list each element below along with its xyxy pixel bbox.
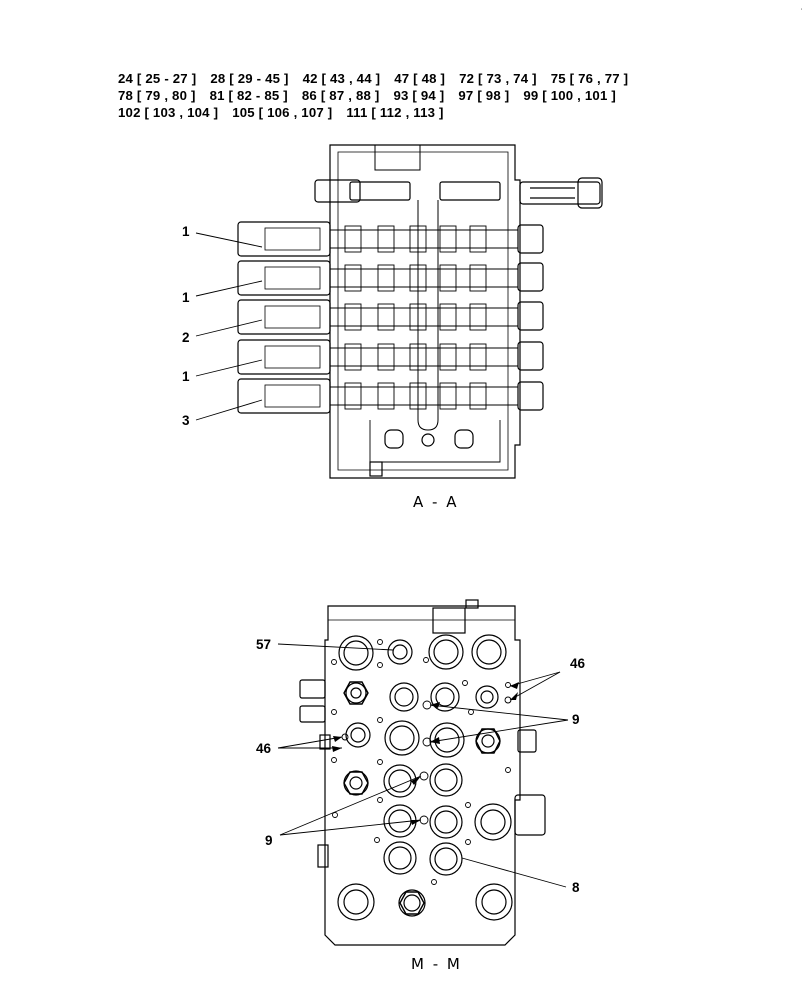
callout-label: 46 [256,741,272,756]
right-caps [517,224,544,411]
callout-label: 46 [570,656,586,671]
part-ref: 47 [ 48 ] [394,71,446,86]
callout-label: 1 [182,290,190,305]
part-ref: 81 [ 82 - 85 ] [209,88,288,103]
view-label-a-a: A - A [413,493,459,511]
part-ref: 105 [ 106 , 107 ] [232,105,333,120]
part-ref: 72 [ 73 , 74 ] [459,71,537,86]
parts-reference-row-3: 102 [ 103 , 104 ] 105 [ 106 , 107 ] 111 [ … [118,104,642,121]
ports [337,634,513,921]
spool-lands [344,225,487,410]
valve-body-outline [324,605,521,946]
hex-plugs [343,681,501,915]
leader-lines [195,232,263,421]
part-ref: 75 [ 76 , 77 ] [550,71,629,86]
view-label-m-m: M - M [411,955,462,973]
nameplate [432,607,466,634]
part-ref: 111 [ 112 , 113 ] [346,105,444,120]
part-ref: 78 [ 79 , 80 ] [118,88,196,103]
spool-caps [237,221,331,414]
valve-body-outline [329,144,521,479]
parts-reference-row-2: 78 [ 79 , 80 ] 81 [ 82 - 85 ] 86 [ 87 , 88… [118,87,642,104]
part-ref: 24 [ 25 - 27 ] [118,71,197,86]
corner-mark: ʿ [800,7,803,17]
section-view-m-m [277,599,569,946]
parts-reference-row-1: 24 [ 25 - 27 ] 28 [ 29 - 45 ] 42 [ 43 , 44… [118,70,642,87]
callout-label: 3 [182,413,190,428]
part-ref: 86 [ 87 , 88 ] [301,88,380,103]
part-ref: 102 [ 103 , 104 ] [118,105,219,120]
callout-label: 1 [182,224,190,239]
arrow-heads [332,682,519,825]
spool-bores [329,229,519,406]
top-callouts: 1 1 2 1 3 [182,224,190,428]
small-holes [331,639,512,885]
bottom-callouts: 57 46 9 46 9 8 [256,637,586,895]
part-ref: 97 [ 98 ] [458,88,510,103]
part-ref: 99 [ 100 , 101 ] [523,88,616,103]
part-ref: 93 [ 94 ] [393,88,445,103]
part-ref: 28 [ 29 - 45 ] [210,71,289,86]
callout-label: 57 [256,637,271,652]
callout-label: 1 [182,369,190,384]
callout-label: 9 [265,833,273,848]
part-ref: 42 [ 43 , 44 ] [302,71,381,86]
callout-label: 9 [572,712,580,727]
callout-label: 2 [182,330,190,345]
relief-cartridge [519,181,601,205]
parts-reference-list: 24 [ 25 - 27 ] 28 [ 29 - 45 ] 42 [ 43 , 44… [118,70,642,121]
callout-label: 8 [572,880,580,895]
section-view-a-a [195,144,603,479]
leader-lines [277,643,569,888]
